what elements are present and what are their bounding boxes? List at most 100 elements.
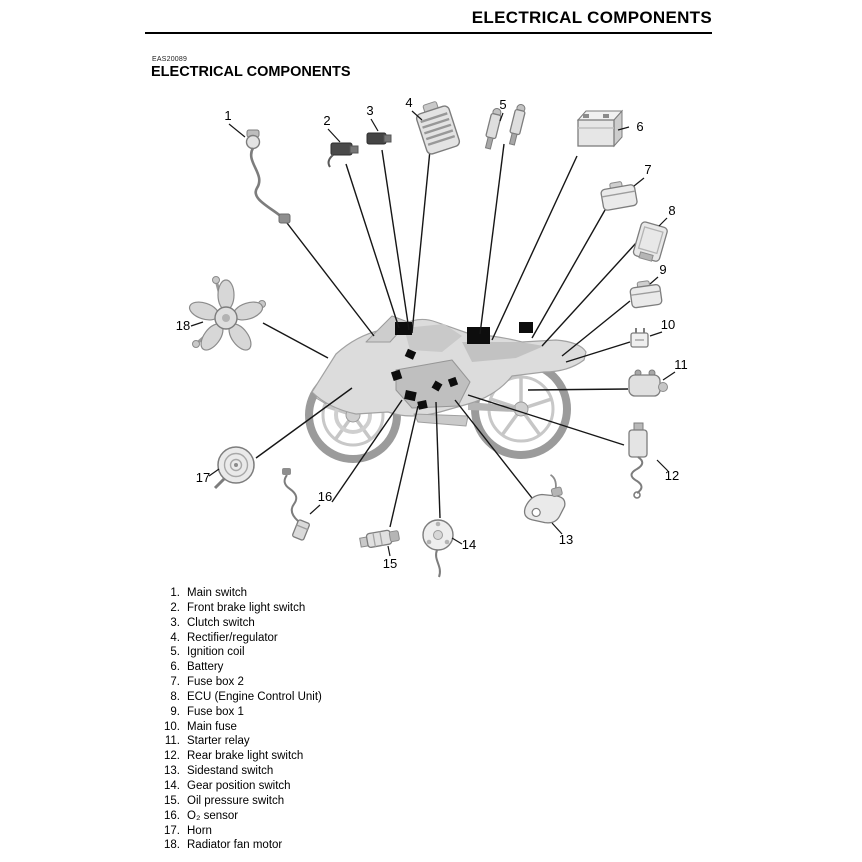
legend-item-number: 17. [164,824,180,837]
motorcycle-illustration [305,315,587,463]
clutch-switch-icon [366,132,392,145]
callout-number-14: 14 [462,537,476,552]
legend-item-number: 6. [170,661,180,674]
legend-item-label: Front brake light switch [187,601,306,614]
callout-number-15: 15 [383,556,397,571]
leader-line-15 [389,405,419,528]
ignition-coil-icon [484,103,526,150]
legend-list: 1. Main switch 2. Front brake light switch 3… [158,586,322,853]
oil-pressure-switch-icon [359,529,400,549]
legend-item-number: 1. [170,587,180,599]
callout-number-1: 1 [224,108,231,123]
callout-number-9: 9 [659,262,666,277]
legend-item: 7. Fuse box 2 [158,675,322,690]
legend-item-label: Fuse box 2 [187,676,244,689]
component-location-markers [390,322,533,410]
legend-item-label: Battery [187,661,224,674]
leader-line-7 [531,202,610,339]
legend-item-number: 5. [170,646,180,659]
callout-number-12: 12 [665,468,679,483]
exhaust [413,413,469,427]
callout-ticks [190,110,676,557]
horn-icon [213,446,255,490]
legend-item-label: O₂ sensor [187,809,239,822]
legend-item-number: 9. [170,705,180,718]
gear-position-switch-icon [422,519,454,578]
legend-item: 15.Oil pressure switch [158,794,322,809]
fuse-box-1-icon [629,280,663,309]
main-fuse-icon [630,328,649,348]
legend-item-label: Rear brake light switch [187,750,304,763]
leader-line-11 [527,388,629,391]
radiator-fan-motor-icon [188,276,266,351]
callout-numbers: 1 2 3 4 5 6 7 8 9 10 11 12 13 14 15 16 1… [176,95,688,571]
callout-leader-lines [255,143,638,528]
leader-line-5 [479,143,505,335]
front-brake-light-switch-icon [327,142,359,168]
leader-line-2 [345,163,400,329]
legend-item: 16.O₂ sensor [158,809,322,824]
legend-item: 11.Starter relay [158,734,322,749]
swingarm [468,402,516,412]
callout-number-11: 11 [674,357,688,372]
sidestand-switch-icon [523,474,566,524]
leader-line-10 [565,341,631,363]
legend-item-number: 13. [164,765,180,778]
legend-item-number: 4. [170,631,180,644]
legend-item-number: 8. [170,690,180,703]
legend-item-label: Rectifier/regulator [187,631,278,644]
callout-number-3: 3 [366,103,373,118]
leader-line-12 [467,394,625,446]
legend-item-label: ECU (Engine Control Unit) [187,690,322,703]
leader-line-1 [286,222,375,337]
starter-relay-icon [628,369,668,397]
fuel-tank [404,324,462,352]
legend-item-number: 3. [170,616,180,629]
leader-line-18 [262,322,329,359]
legend-item-label: Sidestand switch [187,765,274,778]
legend-item-number: 14. [164,779,180,792]
legend-item: 13. Sidestand switch [158,764,322,779]
legend-item-label: Starter relay [187,735,250,748]
callout-number-16: 16 [318,489,332,504]
legend-item: 14.Gear position switch [158,779,322,794]
legend-item-label: Fuse box 1 [187,705,244,718]
ecu-icon [632,221,668,262]
legend-item-number: 7. [170,676,180,689]
legend-item-label: Clutch switch [187,616,255,629]
seat [462,342,544,362]
legend-item-label: Oil pressure switch [187,794,285,807]
callout-number-4: 4 [405,95,412,110]
leader-line-8 [541,241,638,347]
legend-item-number: 2. [170,601,180,614]
legend-item: 2. Front brake light switch [158,601,322,616]
leader-line-16 [331,399,403,503]
legend-item: 6. Battery [158,660,322,675]
callout-number-8: 8 [668,203,675,218]
callout-number-17: 17 [196,470,210,485]
legend-item-label: Main fuse [187,720,237,733]
leader-line-4 [411,149,431,334]
electrical-components-diagram: 1 2 3 4 5 6 7 8 9 10 11 12 13 14 15 16 1… [176,95,688,578]
legend-item: 12. Rear brake light switch [158,749,322,764]
leader-line-6 [491,155,578,341]
leader-line-3 [381,149,410,331]
legend-item: 9. Fuse box 1 [158,705,322,720]
legend-item: 17.Horn [158,824,322,839]
legend-item-number: 12. [164,750,180,763]
header-divider [145,32,712,34]
fuse-box-2-icon [600,181,638,211]
callout-number-13: 13 [559,532,573,547]
callout-number-7: 7 [644,162,651,177]
leader-line-17 [255,387,353,459]
legend-item-label: Radiator fan motor [187,839,283,852]
legend-item-label: Main switch [187,587,248,599]
leader-line-9 [561,300,631,357]
legend-item-number: 18. [164,839,180,852]
legend-item: 18. Radiator fan motor [158,838,322,853]
legend-item: 10.Main fuse [158,720,322,735]
callout-number-6: 6 [636,119,643,134]
legend-item: 3. Clutch switch [158,616,322,631]
rectifier-regulator-icon [415,101,461,155]
leader-line-13 [454,399,533,499]
